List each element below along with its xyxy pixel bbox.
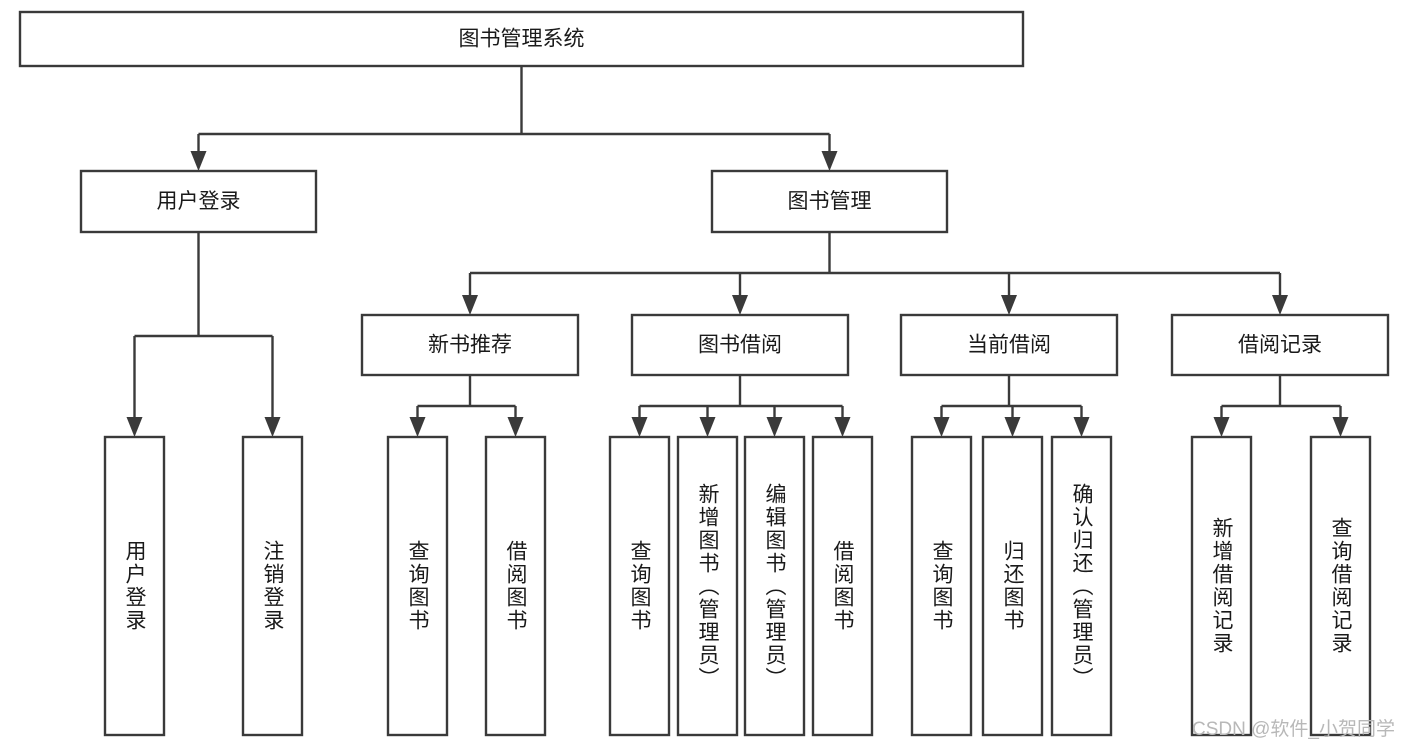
node-label: 图书管理系统 xyxy=(459,28,585,51)
node-box[interactable] xyxy=(710,169,949,234)
node-box[interactable] xyxy=(1050,435,1113,737)
node-box[interactable] xyxy=(1309,435,1372,737)
arrow-head-user-login xyxy=(190,151,207,171)
node-box[interactable] xyxy=(811,435,874,737)
node-leaf-add-book-admin[interactable] xyxy=(676,435,739,737)
arrow-head-book-borrow xyxy=(732,295,748,315)
arrow-head-leaf-query-book-cur xyxy=(933,417,950,437)
node-box[interactable] xyxy=(360,313,580,377)
node-label: 当前借阅 xyxy=(967,334,1051,357)
node-label: 图书借阅 xyxy=(698,334,782,357)
node-box[interactable] xyxy=(630,313,850,377)
node-label: 图书管理 xyxy=(788,190,872,213)
arrow-head-leaf-add-record xyxy=(1213,417,1230,437)
arrow-head-new-book-recommend xyxy=(462,295,478,315)
node-box[interactable] xyxy=(386,435,449,737)
node-leaf-confirm-return-admin[interactable] xyxy=(1050,435,1113,737)
node-label: 新书推荐 xyxy=(428,334,512,357)
node-box[interactable] xyxy=(676,435,739,737)
node-leaf-borrow-book[interactable] xyxy=(811,435,874,737)
arrow-head-leaf-query-book-borrow xyxy=(631,417,648,437)
node-borrow-record[interactable]: 借阅记录 xyxy=(1170,313,1390,377)
arrow-head-leaf-query-record xyxy=(1332,417,1349,437)
arrow-head-leaf-borrow-book-rec xyxy=(507,417,524,437)
arrow-head-leaf-edit-book-admin xyxy=(766,417,783,437)
node-user-login[interactable]: 用户登录 xyxy=(79,169,318,234)
node-box[interactable] xyxy=(241,435,304,737)
arrow-head-leaf-return-book xyxy=(1004,417,1021,437)
watermark: CSDN @软件_小贺同学 xyxy=(1192,719,1395,740)
arrow-head-leaf-borrow-book xyxy=(834,417,851,437)
node-box[interactable] xyxy=(103,435,166,737)
arrow-head-leaf-logout xyxy=(264,417,281,437)
node-label: 借阅记录 xyxy=(1238,334,1322,357)
node-book-management[interactable]: 图书管理 xyxy=(710,169,949,234)
arrow-head-current-borrow xyxy=(1001,295,1017,315)
arrow-head-leaf-add-book-admin xyxy=(699,417,716,437)
node-leaf-query-book-cur[interactable] xyxy=(910,435,973,737)
node-leaf-borrow-book-rec[interactable] xyxy=(484,435,547,737)
node-box[interactable] xyxy=(18,10,1025,68)
arrow-head-book-management xyxy=(821,151,838,171)
node-root[interactable]: 图书管理系统 xyxy=(18,10,1025,68)
node-book-borrow[interactable]: 图书借阅 xyxy=(630,313,850,377)
node-new-book-recommend[interactable]: 新书推荐 xyxy=(360,313,580,377)
node-box[interactable] xyxy=(608,435,671,737)
node-box[interactable] xyxy=(981,435,1044,737)
node-box[interactable] xyxy=(484,435,547,737)
node-leaf-user-login[interactable] xyxy=(103,435,166,737)
node-leaf-return-book[interactable] xyxy=(981,435,1044,737)
node-leaf-query-book-rec[interactable] xyxy=(386,435,449,737)
node-leaf-query-book-borrow[interactable] xyxy=(608,435,671,737)
node-leaf-add-record[interactable] xyxy=(1190,435,1253,737)
arrow-head-leaf-confirm-return-admin xyxy=(1073,417,1090,437)
arrow-head-leaf-user-login xyxy=(126,417,143,437)
node-box[interactable] xyxy=(1190,435,1253,737)
node-box[interactable] xyxy=(743,435,806,737)
arrow-head-leaf-query-book-rec xyxy=(409,417,426,437)
node-box[interactable] xyxy=(79,169,318,234)
node-leaf-logout[interactable] xyxy=(241,435,304,737)
node-box[interactable] xyxy=(899,313,1119,377)
node-current-borrow[interactable]: 当前借阅 xyxy=(899,313,1119,377)
connector-layer xyxy=(126,66,1349,437)
node-leaf-query-record[interactable] xyxy=(1309,435,1372,737)
arrow-head-borrow-record xyxy=(1272,295,1288,315)
node-leaf-edit-book-admin[interactable] xyxy=(743,435,806,737)
node-box[interactable] xyxy=(1170,313,1390,377)
node-label: 用户登录 xyxy=(157,190,241,213)
node-box[interactable] xyxy=(910,435,973,737)
